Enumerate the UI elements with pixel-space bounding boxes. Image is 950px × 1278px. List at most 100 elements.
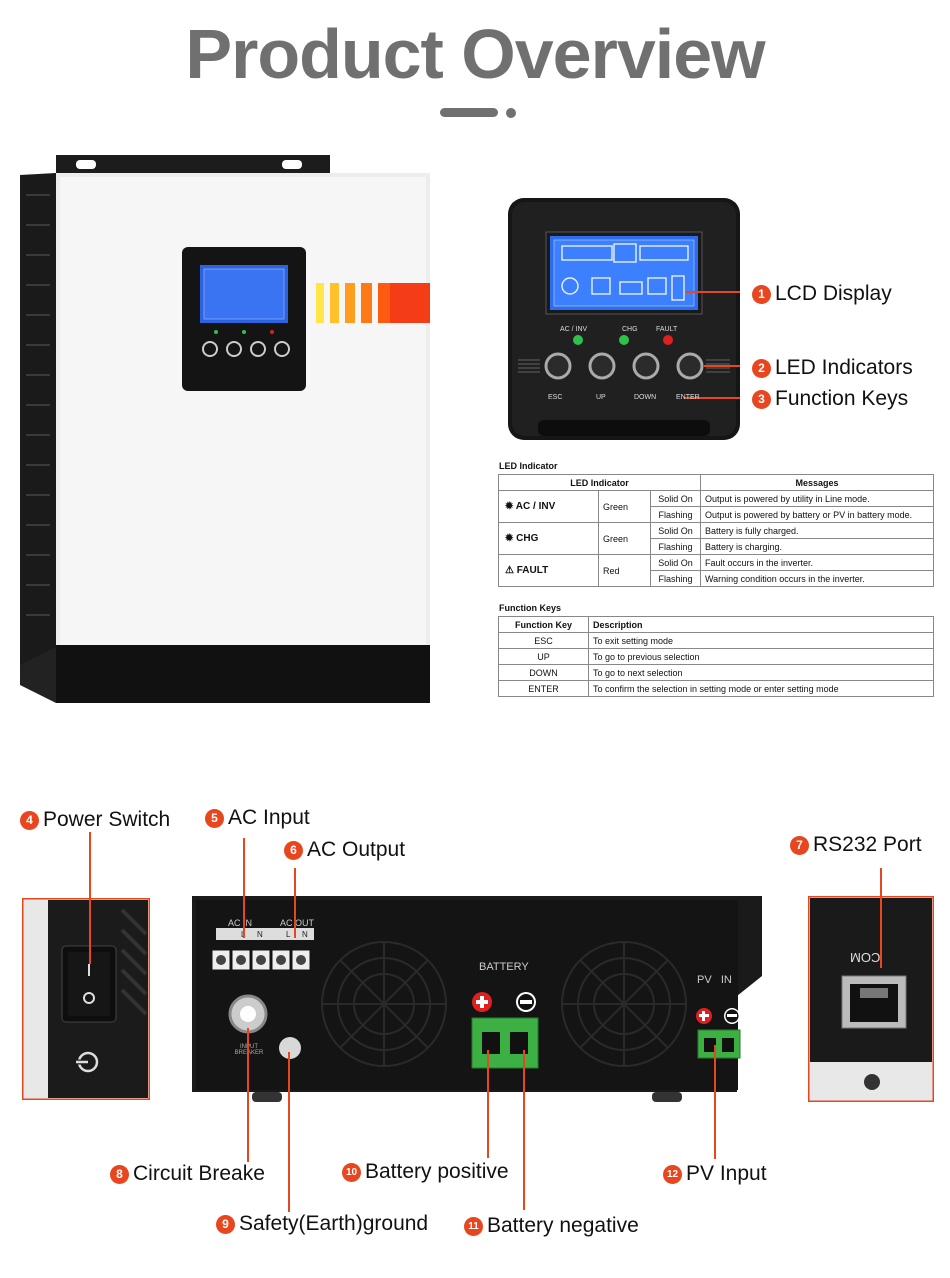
callout-lcd-display: 1 LCD Display xyxy=(752,282,892,306)
led-table-caption: LED Indicator xyxy=(499,461,558,471)
table-cell: Solid On xyxy=(650,490,701,507)
table-cell: To confirm the selection in setting mode… xyxy=(588,680,934,697)
callout-power-switch: 4 Power Switch xyxy=(20,808,170,832)
pv-in-label: PV IN xyxy=(697,974,732,986)
callout-line xyxy=(523,1050,525,1210)
callout-battery-positive: 10 Battery positive xyxy=(342,1160,509,1184)
callout-ac-output: 6 AC Output xyxy=(284,838,405,862)
table-cell: Solid On xyxy=(650,522,701,539)
callout-number: 10 xyxy=(342,1162,361,1182)
ac-in-label: AC IN xyxy=(228,918,253,928)
table-cell: ESC xyxy=(498,632,589,649)
table-cell: Flashing xyxy=(650,570,701,587)
callout-line xyxy=(294,868,296,938)
callout-line xyxy=(243,838,245,938)
led-table-header: LED Indicator xyxy=(498,474,701,491)
callout-line xyxy=(89,832,91,964)
callout-label: LCD Display xyxy=(775,282,892,305)
table-cell: Output is powered by utility in Line mod… xyxy=(700,490,934,507)
callout-number: 11 xyxy=(464,1216,483,1236)
callout-rs232-port: 7 RS232 Port xyxy=(790,833,922,857)
callout-safety-ground: 9 Safety(Earth)ground xyxy=(216,1212,428,1236)
led-label-fault: FAULT xyxy=(656,326,678,333)
table-cell: Flashing xyxy=(650,538,701,555)
terminal-label: N xyxy=(302,930,308,939)
table-row: Flashing Output is powered by battery or… xyxy=(499,506,934,523)
callout-label: Battery negative xyxy=(487,1214,639,1237)
power-switch-image xyxy=(22,898,150,1100)
table-row: Flashing Warning condition occurs in the… xyxy=(499,570,934,587)
key-down-label: DOWN xyxy=(634,394,657,401)
title-underline xyxy=(440,108,498,117)
callout-line xyxy=(247,1028,249,1162)
sun-icon: ✹ xyxy=(505,533,517,544)
callout-label: Battery positive xyxy=(365,1160,509,1183)
callout-line xyxy=(714,1045,716,1159)
callout-label: Function Keys xyxy=(775,387,909,410)
led-indicator-table: LED Indicator Messages ✹ AC / INV Green … xyxy=(498,474,934,587)
callout-label: AC Input xyxy=(228,806,310,829)
callout-label: LED Indicators xyxy=(775,356,913,379)
callout-label: Circuit Breake xyxy=(133,1162,265,1185)
battery-label: BATTERY xyxy=(479,961,529,973)
table-cell: To go to next selection xyxy=(588,664,934,681)
page-title: Product Overview xyxy=(185,15,765,93)
terminal-label: L xyxy=(286,930,291,939)
ac-out-label: AC OUT xyxy=(280,918,315,928)
title-dot xyxy=(506,108,516,118)
table-cell: Battery is charging. xyxy=(700,538,934,555)
table-row: ⚠ FAULT Red Solid On Fault occurs in the… xyxy=(498,554,934,587)
bottom-panel-image xyxy=(192,896,762,1102)
keys-table-header: Description xyxy=(588,616,934,633)
callout-label: PV Input xyxy=(686,1162,767,1185)
rs232-port-image xyxy=(808,896,934,1102)
led-label-acinv: AC / INV xyxy=(560,326,588,333)
table-row: ✹ AC / INV Green Solid On Output is powe… xyxy=(498,490,934,523)
table-cell: FAULT xyxy=(516,565,549,576)
table-cell: Green xyxy=(598,522,651,555)
keys-table-header: Function Key xyxy=(498,616,589,633)
callout-label: AC Output xyxy=(307,838,406,861)
table-cell: Solid On xyxy=(650,554,701,571)
table-cell: Battery is fully charged. xyxy=(700,522,934,539)
table-cell: To exit setting mode xyxy=(588,632,934,649)
callout-led-indicators: 2 LED Indicators xyxy=(752,356,913,380)
callout-number: 9 xyxy=(216,1214,235,1234)
table-row: ✹ CHG Green Solid On Battery is fully ch… xyxy=(498,522,934,555)
table-cell: CHG xyxy=(516,533,539,544)
table-cell: Red xyxy=(598,554,651,587)
callout-label: Power Switch xyxy=(43,808,171,831)
callout-number: 3 xyxy=(752,389,771,409)
table-cell: DOWN xyxy=(498,664,589,681)
table-cell: Fault occurs in the inverter. xyxy=(700,554,934,571)
callout-function-keys: 3 Function Keys xyxy=(752,387,908,411)
callout-number: 4 xyxy=(20,810,39,830)
sun-icon: ✹ xyxy=(505,501,516,512)
callout-circuit-breaker: 8 Circuit Breake xyxy=(110,1162,265,1186)
callout-label: Safety(Earth)ground xyxy=(239,1212,429,1235)
callout-line xyxy=(288,1052,290,1212)
table-cell: To go to previous selection xyxy=(588,648,934,665)
callout-number: 8 xyxy=(110,1164,129,1184)
lcd-closeup-image xyxy=(508,198,740,440)
warning-icon: ⚠ xyxy=(505,565,517,576)
callout-number: 6 xyxy=(284,840,303,860)
callout-number: 5 xyxy=(205,808,224,828)
table-cell: Output is powered by battery or PV in ba… xyxy=(700,506,934,523)
table-cell: Warning condition occurs in the inverter… xyxy=(700,570,934,587)
led-table-header: Messages xyxy=(700,474,934,491)
callout-number: 7 xyxy=(790,835,809,855)
callout-label: RS232 Port xyxy=(813,833,922,856)
callout-battery-negative: 11 Battery negative xyxy=(464,1214,639,1238)
key-enter-label: ENTER xyxy=(676,394,700,401)
callout-pv-input: 12 PV Input xyxy=(663,1162,767,1186)
callout-number: 12 xyxy=(663,1164,682,1184)
com-label: COM xyxy=(850,950,881,965)
breaker-label: INPUT BREAKER xyxy=(234,1044,264,1056)
led-label-chg: CHG xyxy=(622,326,638,333)
